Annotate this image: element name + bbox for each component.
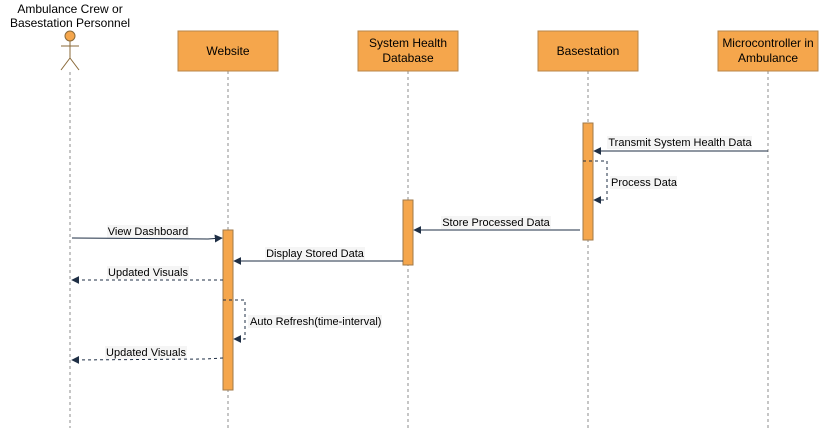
message-store: Store Processed Data <box>413 216 580 234</box>
message-process-arrow <box>583 160 608 204</box>
participant-microcontroller-label-line1: Microcontroller in <box>722 36 813 50</box>
message-view: View Dashboard <box>71 225 223 243</box>
actor-label-line2: Basestation Personnel <box>10 16 130 30</box>
participant-microcontroller-label-line2: Ambulance <box>738 51 798 65</box>
participant-database-box <box>357 30 459 72</box>
actor-label-line1: Ambulance Crew or <box>17 2 122 16</box>
message-display-label-bg <box>265 247 365 260</box>
website-activation <box>222 229 234 391</box>
message-display-label: Display Stored Data <box>266 248 365 260</box>
message-updated-visuals-2-label: Updated Visuals <box>106 347 186 359</box>
message-refresh: Auto Refresh(time-interval) <box>223 299 382 343</box>
participant-website: Website <box>177 30 279 72</box>
message-store-label: Store Processed Data <box>442 217 550 229</box>
message-updated-visuals-2-arrow <box>71 355 224 364</box>
participant-basestation-box <box>537 30 639 72</box>
message-refresh-label-bg <box>248 315 382 328</box>
message-transmit-label: Transmit System Health Data <box>608 137 752 149</box>
message-process-label-bg <box>610 176 677 189</box>
participant-database-label-line1: System Health <box>369 36 447 50</box>
message-refresh-label: Auto Refresh(time-interval) <box>250 316 381 328</box>
message-updated-visuals-1-label-bg <box>107 266 189 279</box>
message-refresh-arrow <box>223 299 246 343</box>
message-transmit-label-bg <box>607 136 752 149</box>
participant-database-label-line2: Database <box>382 51 434 65</box>
message-updated-visuals-2: Updated Visuals <box>71 346 224 364</box>
participant-website-box <box>177 30 279 72</box>
participant-microcontroller-box <box>717 30 819 72</box>
message-view-label-bg <box>107 225 189 238</box>
message-view-label: View Dashboard <box>108 226 189 238</box>
participant-basestation: Basestation <box>537 30 639 72</box>
message-updated-visuals-1: Updated Visuals <box>71 266 223 284</box>
participant-basestation-label: Basestation <box>557 44 620 58</box>
actor-head <box>64 30 76 42</box>
message-updated-visuals-2-label-bg <box>105 346 187 359</box>
database-activation <box>402 199 414 266</box>
message-process: Process Data <box>583 160 678 204</box>
message-store-label-bg <box>441 216 551 229</box>
message-display: Display Stored Data <box>233 247 403 265</box>
message-view-arrow <box>71 234 223 243</box>
actor-figure <box>60 30 80 71</box>
message-process-label: Process Data <box>611 177 678 189</box>
message-transmit: Transmit System Health Data <box>593 136 768 155</box>
participant-microcontroller: Microcontroller in Ambulance <box>717 30 819 72</box>
participant-website-label: Website <box>206 44 249 58</box>
basestation-activation <box>582 122 594 241</box>
participant-database: System Health Database <box>357 30 459 72</box>
message-updated-visuals-1-label: Updated Visuals <box>108 267 188 279</box>
